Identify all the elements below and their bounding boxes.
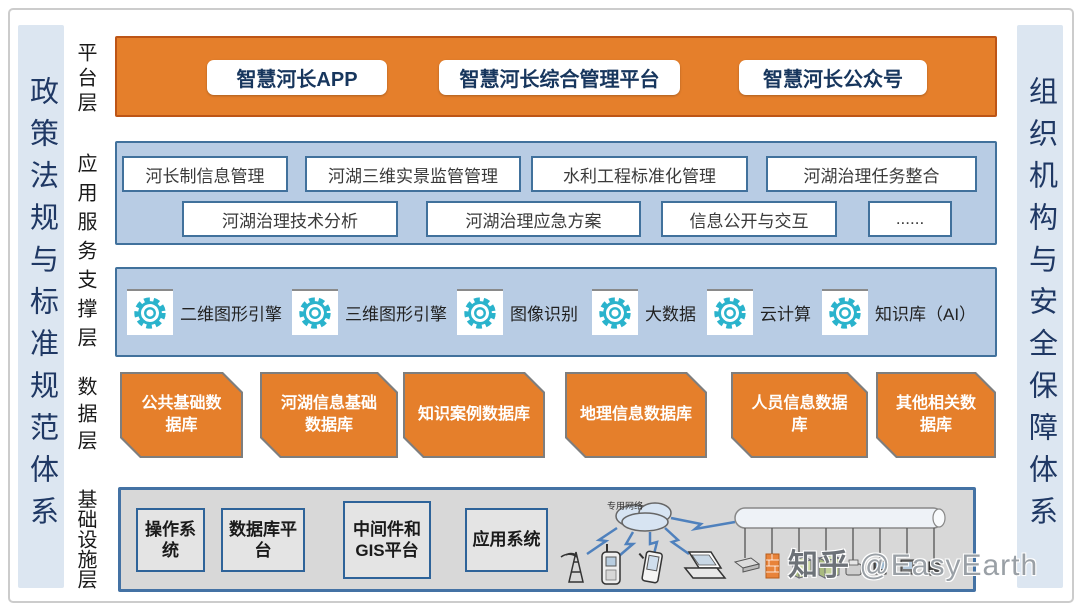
- mobile-phone-icon: [601, 544, 621, 585]
- infra-box: 数据库平台: [221, 508, 305, 572]
- left-policy-bar: 政策法规与标准规范体系: [18, 25, 64, 588]
- support-item: 知识库（AI）: [822, 289, 976, 335]
- application-band: 河长制信息管理 河湖三维实景监管管理 水利工程标准化管理 河湖治理任务整合 河湖…: [115, 141, 997, 245]
- drop-lines: [744, 528, 935, 560]
- support-item-label: 大数据: [645, 304, 696, 324]
- layer-label-data: 数据层: [64, 374, 106, 458]
- server-icon: [791, 556, 813, 579]
- layer-label-platform: 平台层: [64, 40, 106, 118]
- gear-icon: [457, 289, 503, 335]
- support-item: 云计算: [707, 289, 811, 335]
- support-item: 三维图形引擎: [292, 289, 447, 335]
- app-box: 河湖治理应急方案: [426, 201, 641, 237]
- infrastructure-band: 操作系统 数据库平台 中间件和GIS平台 应用系统 专用网络: [118, 487, 976, 592]
- support-item-label: 知识库（AI）: [875, 304, 977, 324]
- layer-label-platform-text: 平台层: [74, 41, 96, 117]
- app-box: 河长制信息管理: [122, 156, 288, 192]
- network-illustration: 专用网络: [560, 500, 946, 585]
- right-organization-bar: 组织机构与安全保障体系: [1017, 25, 1063, 588]
- database-box: 河湖信息基础数据库: [260, 372, 398, 458]
- gear-icon: [127, 289, 173, 335]
- gear-icon: [707, 289, 753, 335]
- lightning-bolts: [586, 516, 736, 557]
- server-icon: [817, 554, 841, 579]
- app-box: 河湖治理任务整合: [766, 156, 977, 192]
- database-box: 人员信息数据库: [731, 372, 868, 458]
- printer-icon: [845, 559, 862, 576]
- watermark: 知乎 @EasyEarth: [788, 540, 1038, 584]
- layer-label-infrastructure: 基础设施层: [64, 486, 106, 592]
- database-box-label: 其他相关数据库: [878, 374, 994, 456]
- workstation-icon: [900, 559, 915, 575]
- outer-frame: [8, 8, 1074, 603]
- platform-item-public-account: 智慧河长公众号: [739, 60, 927, 95]
- right-organization-bar-text: 组织机构与安全保障体系: [1024, 75, 1057, 538]
- app-box: 河湖三维实景监管管理: [305, 156, 521, 192]
- layer-label-infrastructure-text: 基础设施层: [74, 489, 96, 589]
- support-item: 二维图形引擎: [127, 289, 282, 335]
- network-cloud-icon: 专用网络: [607, 500, 672, 532]
- gear-icon: [822, 289, 868, 335]
- database-box: 其他相关数据库: [876, 372, 996, 458]
- support-band: 二维图形引擎 三维图形引擎 图像识别 大数据 云计算: [115, 267, 997, 357]
- database-box-label: 河湖信息基础数据库: [262, 374, 396, 456]
- infra-box: 应用系统: [465, 508, 548, 572]
- app-box: 水利工程标准化管理: [531, 156, 748, 192]
- gear-icon: [292, 289, 338, 335]
- support-item: 图像识别: [457, 289, 578, 335]
- database-box: 公共基础数据库: [120, 372, 243, 458]
- support-item-label: 三维图形引擎: [345, 304, 447, 324]
- platform-band: 智慧河长APP 智慧河长综合管理平台 智慧河长公众号: [115, 36, 997, 117]
- antenna-icon: [560, 551, 584, 583]
- database-box-label: 地理信息数据库: [567, 374, 705, 456]
- support-item-label: 二维图形引擎: [180, 304, 282, 324]
- app-box: 河湖治理技术分析: [182, 201, 398, 237]
- database-box: 地理信息数据库: [565, 372, 707, 458]
- app-box-ellipsis: ......: [868, 201, 952, 237]
- network-label: 专用网络: [607, 500, 643, 511]
- layer-label-app-support-text: 应用服务支撑层: [74, 152, 96, 356]
- layer-label-data-text: 数据层: [74, 375, 96, 457]
- watermark-handle: @EasyEarth: [859, 549, 1039, 582]
- app-box: 信息公开与交互: [661, 201, 837, 237]
- database-box-label: 公共基础数据库: [122, 374, 241, 456]
- workstation-icon: [873, 559, 887, 575]
- infra-box: 中间件和GIS平台: [343, 501, 431, 579]
- gear-icon: [592, 289, 638, 335]
- storage-icon: [928, 561, 941, 576]
- network-pipe: [734, 507, 946, 529]
- infra-box: 操作系统: [136, 508, 205, 572]
- database-box-label: 人员信息数据库: [733, 374, 866, 456]
- left-policy-bar-text: 政策法规与标准规范体系: [25, 75, 58, 538]
- layer-label-app-support: 应用服务支撑层: [64, 146, 106, 362]
- support-item-label: 云计算: [760, 304, 811, 324]
- support-item: 大数据: [592, 289, 696, 335]
- database-box: 知识案例数据库: [403, 372, 545, 458]
- switch-icon: [733, 557, 761, 573]
- platform-item-management-platform: 智慧河长综合管理平台: [439, 60, 680, 95]
- laptop-icon: [683, 551, 727, 579]
- pda-icon: [638, 550, 663, 584]
- watermark-brand: 知乎: [788, 549, 850, 582]
- firewall-icon: [765, 553, 780, 579]
- platform-item-app: 智慧河长APP: [207, 60, 387, 95]
- support-item-label: 图像识别: [510, 304, 578, 324]
- database-box-label: 知识案例数据库: [405, 374, 543, 456]
